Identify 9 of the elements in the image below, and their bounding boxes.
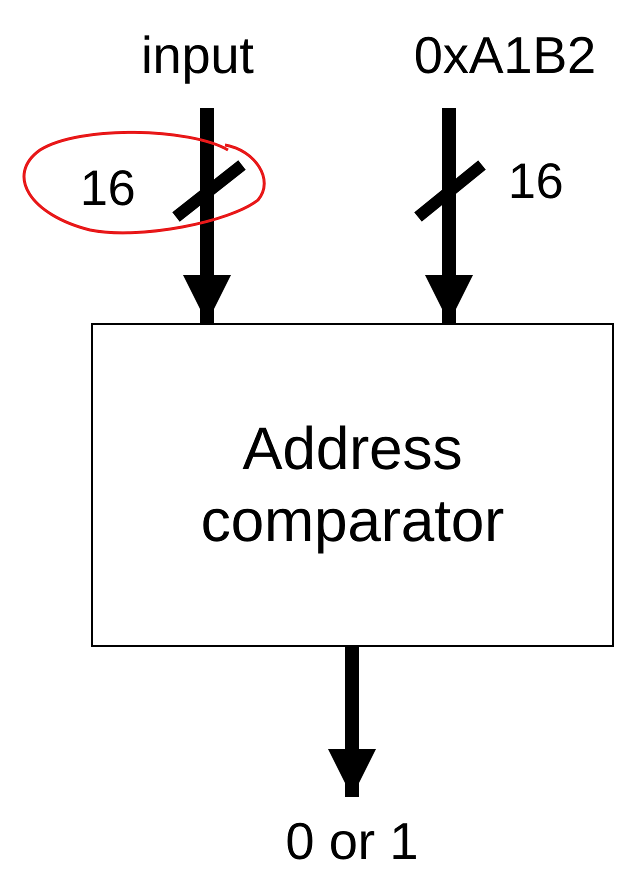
- comparator-box: Address comparator: [91, 323, 614, 647]
- output-label: 0 or 1: [262, 797, 442, 887]
- bus-width-label: 16: [508, 156, 564, 206]
- constant-label: 0xA1B2: [385, 5, 625, 108]
- arrow: [425, 108, 473, 323]
- arrow: [328, 647, 376, 797]
- input-label: input: [110, 5, 285, 108]
- arrow: [183, 108, 231, 323]
- bus-width-label: 16: [80, 163, 136, 213]
